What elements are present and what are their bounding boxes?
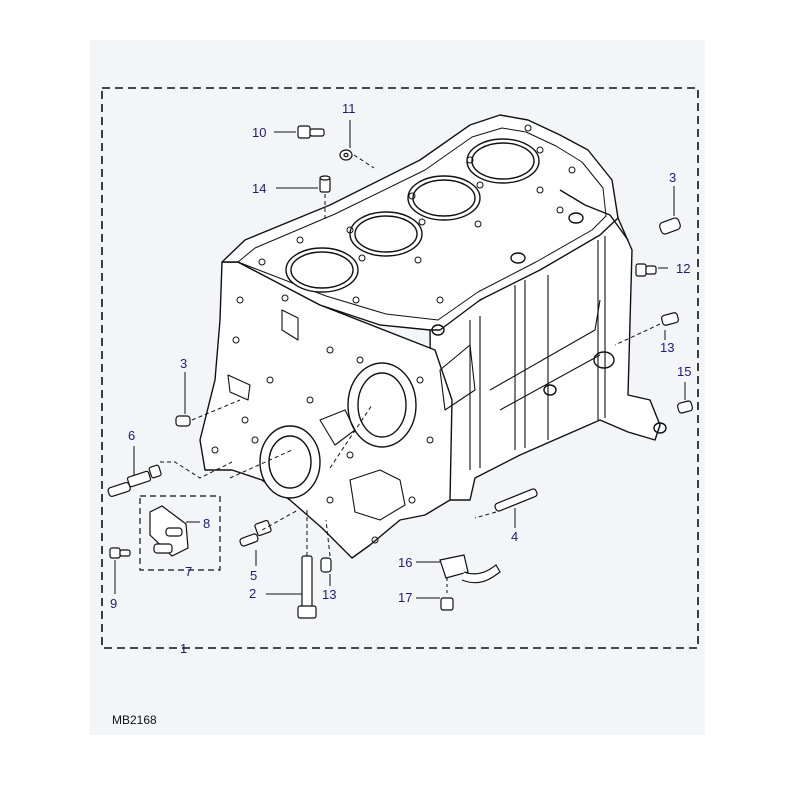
dowel-icon <box>677 400 693 414</box>
callout-17: 17 <box>398 590 412 605</box>
dowel-icon <box>319 175 331 193</box>
callout-labels: 1 2 3 3 4 5 6 7 8 9 10 11 12 13 13 14 15… <box>110 101 691 656</box>
callout-11: 11 <box>342 101 356 116</box>
callout-5: 5 <box>250 568 257 583</box>
callout-13-right: 13 <box>660 340 674 355</box>
cylinder-block-icon <box>199 114 667 559</box>
callout-1: 1 <box>180 641 187 656</box>
callout-14: 14 <box>252 181 266 196</box>
bolt-icon <box>297 125 325 139</box>
washer-icon <box>339 149 353 161</box>
drain-plug-icon <box>635 263 657 277</box>
callout-16: 16 <box>398 555 412 570</box>
small-bolt-icon <box>109 547 131 559</box>
callout-7: 7 <box>185 564 192 579</box>
callout-12: 12 <box>676 261 690 276</box>
main-bolt-icon <box>297 555 317 619</box>
callout-8: 8 <box>203 516 210 531</box>
callout-3-right: 3 <box>669 170 676 185</box>
tensioner-assembly-icon <box>139 495 221 571</box>
stud-icon <box>494 488 538 512</box>
callout-9: 9 <box>110 596 117 611</box>
callout-4: 4 <box>511 529 518 544</box>
plug-icon <box>659 217 681 235</box>
callout-15: 15 <box>677 364 691 379</box>
screw-icon <box>440 597 454 611</box>
callout-6: 6 <box>128 428 135 443</box>
pin-icon <box>107 464 162 497</box>
dowel-icon <box>661 312 679 326</box>
oil-jet-icon <box>239 519 272 547</box>
pipe-bracket-icon <box>439 554 501 584</box>
assembly-boundary <box>101 87 699 649</box>
plug-icon <box>175 415 191 427</box>
leader-lines <box>114 120 686 599</box>
callout-2: 2 <box>249 586 256 601</box>
callout-13-bottom: 13 <box>322 587 336 602</box>
bracket-icon <box>149 505 189 557</box>
callout-10: 10 <box>252 125 266 140</box>
callout-3-left: 3 <box>180 356 187 371</box>
reference-code: MB2168 <box>112 713 157 727</box>
dowel-icon <box>320 557 332 573</box>
